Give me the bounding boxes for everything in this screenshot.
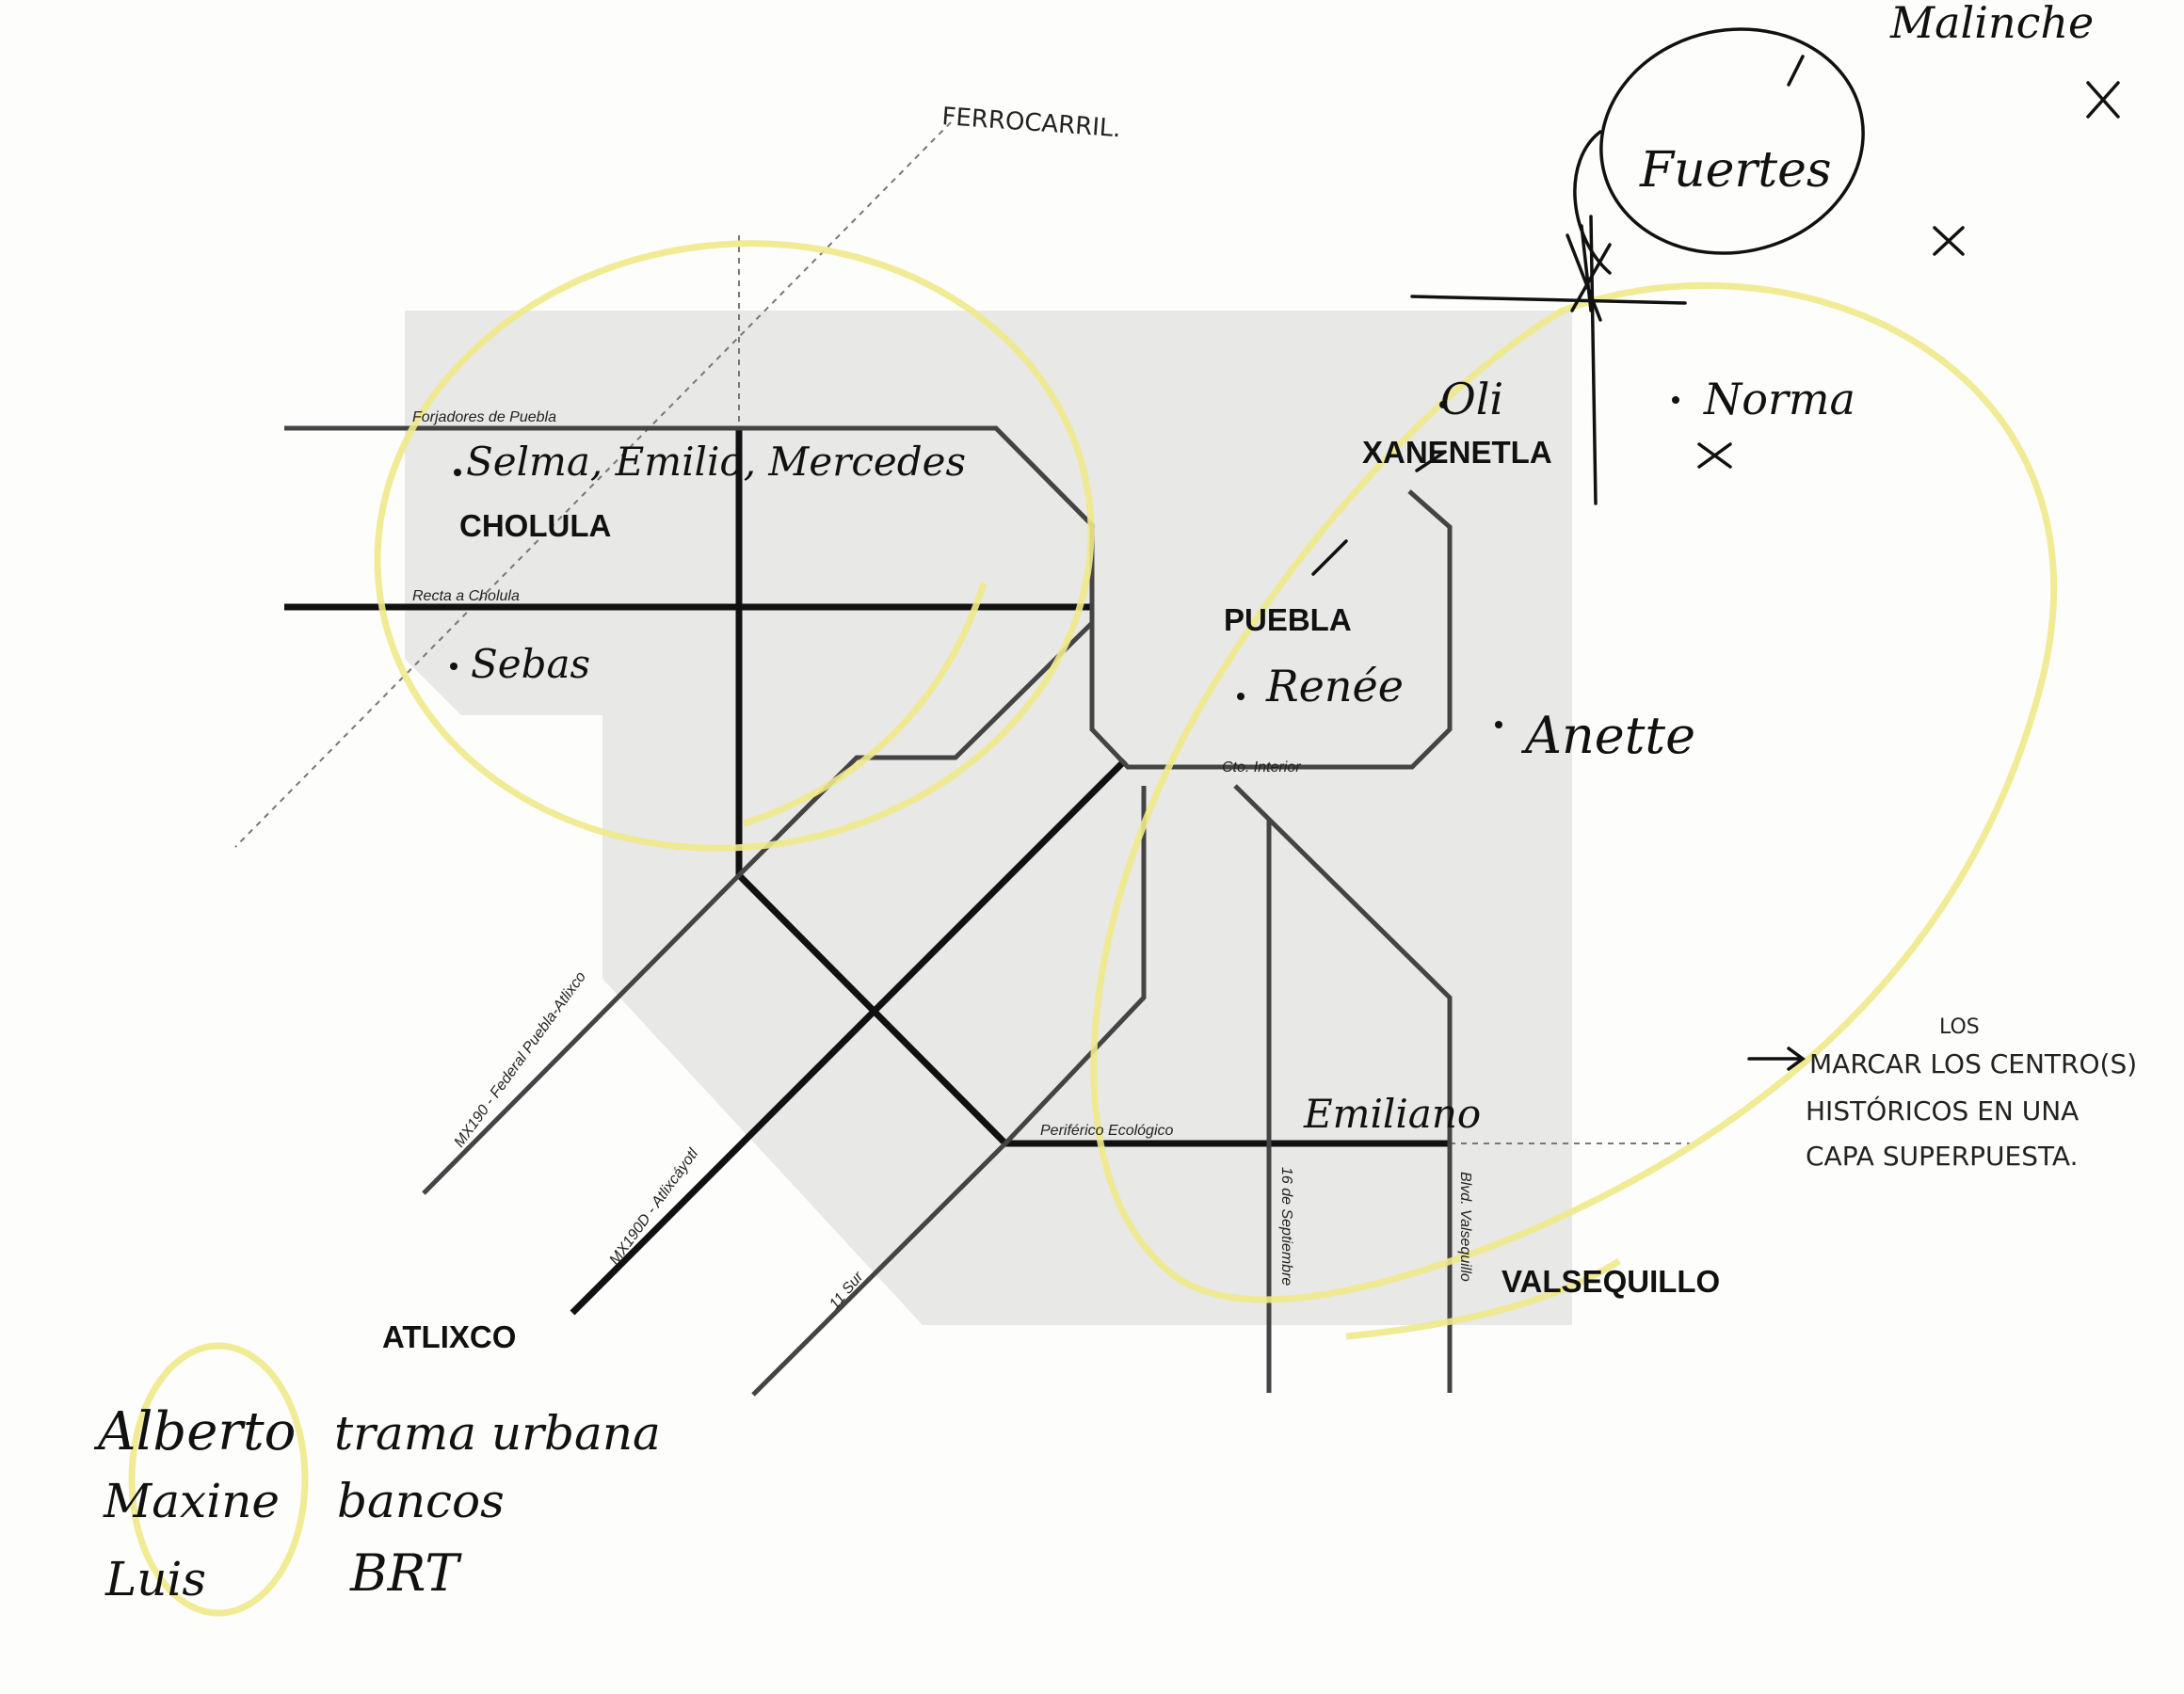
place-xanenetla: XANENETLA <box>1362 435 1552 470</box>
cross-mark-vertical <box>1589 215 1598 505</box>
team-name-alberto: Alberto <box>93 1401 296 1462</box>
label-mx190: MX190 - Federal Puebla-Atlixco <box>451 969 589 1151</box>
place-puebla: PUEBLA <box>1224 602 1352 637</box>
place-atlixco: ATLIXCO <box>382 1319 516 1354</box>
note-marcar-line1: MARCAR LOS CENTRO(S) <box>1809 1048 2137 1079</box>
note-ferrocarril: FERROCARRIL. <box>941 103 1122 143</box>
note-norma: Norma <box>1703 374 1855 424</box>
highlight-cholula-stroke <box>742 582 988 827</box>
note-renee: Renée <box>1265 661 1404 711</box>
dot-oli <box>1439 401 1447 408</box>
team-topic-maxine: bancos <box>337 1474 505 1528</box>
road-circuito-connector <box>737 621 1094 877</box>
map-background <box>405 311 1572 1325</box>
dash-oli <box>1415 450 1447 472</box>
dot-renee <box>1237 693 1245 700</box>
note-sebas: Sebas <box>471 641 590 687</box>
dot-norma <box>1672 396 1679 404</box>
note-los: LOS <box>1939 1015 1980 1039</box>
note-malinche: Malinche <box>1889 0 2094 48</box>
label-recta-cholula: Recta a Cholula <box>412 588 520 604</box>
road-forjadores-de-puebla <box>284 425 1453 770</box>
x-mark-middle <box>1933 226 1965 256</box>
label-forjadores: Forjadores de Puebla <box>412 409 556 425</box>
cross-mark-horizontal <box>1410 295 1687 305</box>
label-cto-interior: Cto. Interior <box>1222 759 1301 775</box>
place-valsequillo: VALSEQUILLO <box>1502 1264 1720 1299</box>
dot-anette <box>1495 721 1502 728</box>
highlight-valsequillo-stroke <box>1345 1258 1621 1340</box>
highlight-cholula-circle <box>374 240 1095 852</box>
note-emiliano: Emiliano <box>1303 1091 1481 1137</box>
note-marcar-line3: CAPA SUPERPUESTA. <box>1806 1141 2079 1172</box>
team-topic-alberto: trama urbana <box>334 1406 661 1461</box>
label-periferico: Periférico Ecológico <box>1040 1123 1174 1139</box>
arrow-note <box>1747 1047 1806 1071</box>
cross-mark-scribble <box>1566 224 1612 322</box>
team-name-maxine: Maxine <box>103 1474 280 1528</box>
road-circuito-south <box>1004 786 1147 1145</box>
label-mx190d: MX190D - Atlixcáyotl <box>606 1145 701 1268</box>
note-selma-emilio-mercedes: Selma, Emilio, Mercedes <box>466 439 966 485</box>
fuertes-arc <box>1573 130 1612 275</box>
highlight-puebla-loop <box>1090 281 2058 1303</box>
label-16-septiembre: 16 de Septiembre <box>1278 1167 1294 1286</box>
place-cholula: CHOLULA <box>459 508 611 543</box>
team-topic-luis: BRT <box>349 1543 462 1603</box>
label-blvd-valsequillo: Blvd. Valsequillo <box>1457 1172 1473 1282</box>
note-anette: Anette <box>1520 706 1695 765</box>
note-fuertes: Fuertes <box>1639 142 1832 199</box>
dot-sebas <box>450 663 458 670</box>
road-mx190-federal <box>422 873 741 1195</box>
malinche-tick <box>1787 55 1805 87</box>
railway-diagonal-guide <box>234 121 952 848</box>
highlight-team-circle <box>128 1342 309 1617</box>
note-oli: Oli <box>1440 374 1503 424</box>
road-mx190d-atlixcayotl <box>570 758 1128 1316</box>
x-mark-top <box>2086 81 2120 119</box>
x-mark-norma <box>1697 442 1732 469</box>
malinche-circle <box>1599 27 1865 255</box>
dash-puebla <box>1311 539 1348 576</box>
road-11-sur <box>751 1142 1007 1397</box>
team-name-luis: Luis <box>104 1552 206 1606</box>
dot-selma <box>454 469 461 476</box>
note-marcar-line2: HISTÓRICOS EN UNA <box>1806 1095 2079 1127</box>
